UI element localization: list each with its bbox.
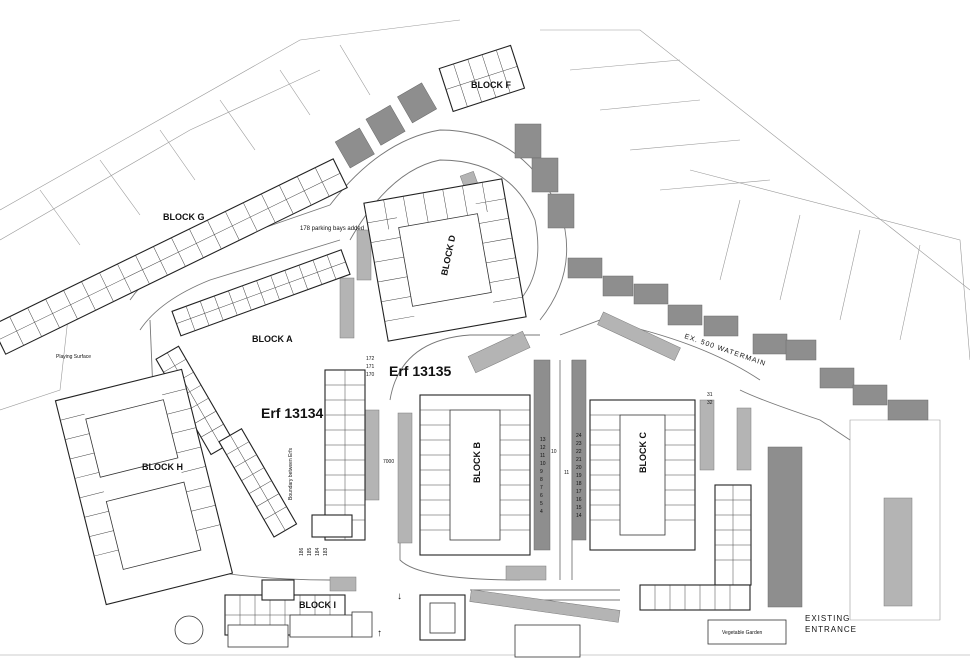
unit-number: 7 (540, 485, 543, 491)
unit-number: 10 (540, 461, 546, 467)
unit-number: 185 (307, 547, 313, 556)
unit-number: 31 (707, 392, 713, 398)
unit-number: 172 (366, 356, 375, 362)
unit-number: 20 (576, 465, 582, 471)
unit-number: 22 (576, 449, 582, 455)
unit-number: 186 (299, 547, 305, 556)
block-c-building (589, 399, 752, 611)
unit-number: 21 (576, 457, 582, 463)
unit-number: 10 (551, 449, 557, 455)
unit-number: 8 (540, 477, 543, 483)
unit-number: 14 (576, 513, 582, 519)
playing-surface-label: Playing Surface (56, 354, 91, 360)
unit-number: 5 (540, 501, 543, 507)
erf-13134-label: Erf 13134 (261, 405, 323, 421)
unit-numbers-block-c: 24 23 22 21 20 19 18 17 16 15 14 (576, 433, 582, 519)
block-f-building (438, 44, 526, 113)
unit-number: 15 (576, 505, 582, 511)
unit-number: 4 (540, 509, 543, 515)
block-c-label: BLOCK C (638, 432, 648, 473)
block-i-building (174, 579, 787, 658)
unit-number: 170 (366, 372, 375, 378)
unit-number: 184 (315, 547, 321, 556)
entrance-label: ENTRANCE (805, 625, 857, 634)
unit-number: 32 (707, 400, 713, 406)
block-g-label: BLOCK G (163, 212, 205, 222)
block-b-building (419, 394, 531, 556)
block-h-label: BLOCK H (142, 462, 183, 472)
unit-numbers-block-b: 13 12 11 10 9 8 7 6 5 4 (540, 437, 546, 515)
unit-number: 24 (576, 433, 582, 439)
block-h-building (54, 368, 234, 606)
block-f-label: BLOCK F (471, 80, 511, 90)
dimension-7000: 7000 (383, 459, 394, 465)
block-a-label: BLOCK A (252, 334, 293, 344)
unit-numbers-block-a: 172 171 170 186 185 184 183 (299, 356, 375, 556)
vegetable-garden-label: Vegetable Garden (722, 630, 763, 636)
arrow-down-icon: ↓ (397, 591, 402, 602)
unit-number: 19 (576, 473, 582, 479)
unit-number: 13 (540, 437, 546, 443)
unit-number: 11 (540, 453, 545, 459)
unit-number: 6 (540, 493, 543, 499)
internal-roads (129, 129, 851, 601)
erf-13135-label: Erf 13135 (389, 363, 451, 379)
unit-number: 11 (564, 470, 569, 476)
block-g-building (0, 158, 348, 355)
arrow-up-icon: ↑ (377, 628, 382, 639)
unit-number: 18 (576, 481, 582, 487)
parking-bays (329, 82, 929, 623)
unit-number: 16 (576, 497, 582, 503)
block-d-building (363, 178, 527, 342)
existing-label: EXISTING (805, 614, 850, 623)
unit-number: 9 (540, 469, 543, 475)
block-b-label: BLOCK B (472, 442, 482, 483)
unit-number: 23 (576, 441, 582, 447)
unit-number: 171 (366, 364, 375, 370)
unit-number: 17 (576, 489, 582, 495)
block-i-label: BLOCK I (299, 600, 336, 610)
boundary-note: Boundary between Erfs (288, 448, 294, 500)
cadastral-lines (0, 19, 970, 656)
parking-added-note: 178 parking bays added (300, 226, 364, 232)
unit-number: 12 (540, 445, 546, 451)
unit-number: 183 (323, 547, 329, 556)
